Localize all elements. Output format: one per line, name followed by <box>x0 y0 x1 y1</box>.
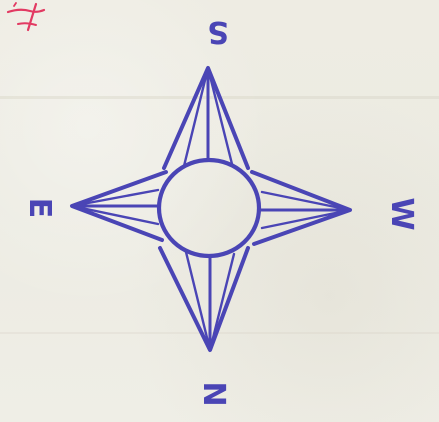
label-top: S <box>207 14 229 49</box>
south-inner-left <box>186 252 210 350</box>
south-inner-right <box>210 254 234 350</box>
south-point <box>160 248 248 350</box>
center-circle <box>159 160 259 256</box>
compass-star <box>72 68 350 350</box>
label-bottom: N <box>196 381 231 406</box>
north-point <box>164 68 248 168</box>
label-left: E <box>22 198 57 219</box>
label-right: W <box>384 197 419 230</box>
